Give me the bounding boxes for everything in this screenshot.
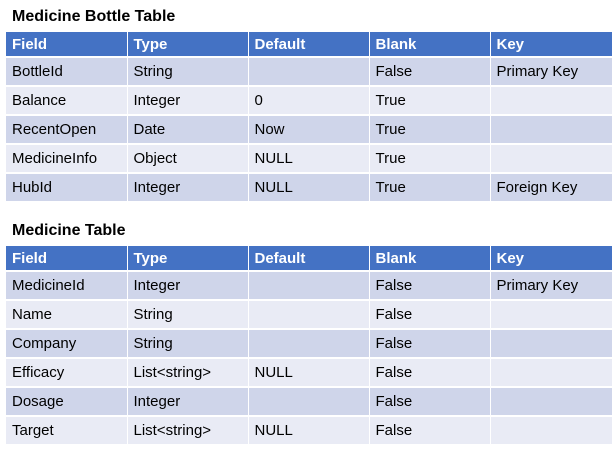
cell-type: String [127, 300, 249, 330]
medicine-table: Field Type Default Blank Key MedicineId … [6, 246, 612, 446]
cell-default [248, 271, 370, 301]
table-header-row: Field Type Default Blank Key [6, 246, 612, 272]
cell-default: NULL [248, 144, 370, 174]
cell-blank: False [369, 271, 491, 301]
cell-blank: True [369, 115, 491, 145]
cell-key [490, 86, 612, 116]
header-type: Type [127, 32, 249, 58]
medicine-bottle-table: Field Type Default Blank Key BottleId St… [6, 32, 612, 203]
cell-type: Integer [127, 387, 249, 417]
cell-blank: True [369, 173, 491, 203]
cell-type: Integer [127, 86, 249, 116]
header-type: Type [127, 246, 249, 272]
table-row: HubId Integer NULL True Foreign Key [6, 173, 612, 203]
table-row: MedicineInfo Object NULL True [6, 144, 612, 174]
cell-blank: False [369, 300, 491, 330]
cell-key [490, 387, 612, 417]
cell-key [490, 115, 612, 145]
medicine-bottle-table-section: Medicine Bottle Table Field Type Default… [6, 8, 612, 203]
cell-type: Integer [127, 271, 249, 301]
cell-blank: True [369, 144, 491, 174]
cell-type: Object [127, 144, 249, 174]
table-row: Target List<string> NULL False [6, 416, 612, 446]
cell-key [490, 144, 612, 174]
header-default: Default [248, 246, 370, 272]
table-row: MedicineId Integer False Primary Key [6, 271, 612, 301]
header-blank: Blank [369, 32, 491, 58]
cell-blank: False [369, 387, 491, 417]
cell-default: Now [248, 115, 370, 145]
cell-key [490, 416, 612, 446]
table-row: BottleId String False Primary Key [6, 57, 612, 87]
cell-key [490, 329, 612, 359]
cell-type: String [127, 57, 249, 87]
cell-type: List<string> [127, 416, 249, 446]
cell-blank: False [369, 416, 491, 446]
cell-type: List<string> [127, 358, 249, 388]
header-default: Default [248, 32, 370, 58]
cell-blank: False [369, 57, 491, 87]
cell-field: Target [6, 416, 128, 446]
table-header-row: Field Type Default Blank Key [6, 32, 612, 58]
table-row: RecentOpen Date Now True [6, 115, 612, 145]
cell-blank: False [369, 358, 491, 388]
cell-default: NULL [248, 173, 370, 203]
cell-default [248, 300, 370, 330]
cell-key: Primary Key [490, 271, 612, 301]
cell-default: 0 [248, 86, 370, 116]
header-key: Key [490, 246, 612, 272]
table-row: Efficacy List<string> NULL False [6, 358, 612, 388]
cell-default: NULL [248, 358, 370, 388]
cell-field: Efficacy [6, 358, 128, 388]
cell-blank: False [369, 329, 491, 359]
header-blank: Blank [369, 246, 491, 272]
cell-field: MedicineId [6, 271, 128, 301]
cell-type: String [127, 329, 249, 359]
cell-default [248, 387, 370, 417]
cell-type: Date [127, 115, 249, 145]
header-field: Field [6, 32, 128, 58]
table-row: Balance Integer 0 True [6, 86, 612, 116]
cell-key [490, 300, 612, 330]
cell-default [248, 57, 370, 87]
cell-field: Company [6, 329, 128, 359]
cell-default: NULL [248, 416, 370, 446]
table-row: Company String False [6, 329, 612, 359]
medicine-bottle-table-title: Medicine Bottle Table [12, 8, 176, 25]
medicine-table-title: Medicine Table [12, 222, 126, 239]
table-row: Dosage Integer False [6, 387, 612, 417]
cell-field: HubId [6, 173, 128, 203]
header-key: Key [490, 32, 612, 58]
cell-key: Primary Key [490, 57, 612, 87]
cell-field: RecentOpen [6, 115, 128, 145]
cell-key [490, 358, 612, 388]
cell-field: Balance [6, 86, 128, 116]
cell-field: MedicineInfo [6, 144, 128, 174]
cell-default [248, 329, 370, 359]
cell-type: Integer [127, 173, 249, 203]
table-row: Name String False [6, 300, 612, 330]
header-field: Field [6, 246, 128, 272]
cell-blank: True [369, 86, 491, 116]
cell-field: Name [6, 300, 128, 330]
cell-field: BottleId [6, 57, 128, 87]
cell-field: Dosage [6, 387, 128, 417]
cell-key: Foreign Key [490, 173, 612, 203]
medicine-table-section: Medicine Table Field Type Default Blank … [6, 222, 612, 446]
